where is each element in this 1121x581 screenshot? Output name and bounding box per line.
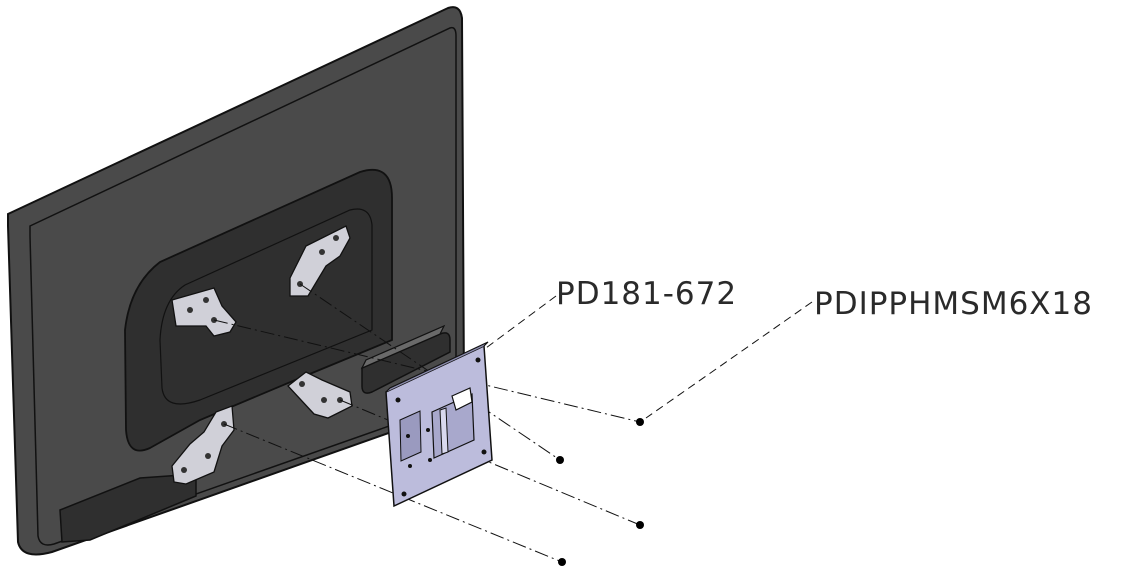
bracket-hole (481, 449, 487, 455)
bracket-hole (406, 434, 410, 438)
mounting-tab-top-left (171, 287, 237, 337)
tab-hole (319, 249, 325, 255)
callout-label-screw: PDIPPHMSM6X18 (814, 286, 1093, 322)
wall-bracket (385, 341, 493, 508)
callout-label-bracket: PD181-672 (556, 276, 737, 312)
bracket-hole (475, 357, 481, 363)
monitor-mounting-tabs (171, 225, 353, 485)
screw (636, 521, 644, 529)
bracket-plate-edge (385, 341, 489, 393)
monitor-connector-block (361, 332, 451, 394)
tab-hole (333, 235, 339, 241)
tab-hole (203, 297, 209, 303)
tab-hole (205, 453, 211, 459)
tab-hole (181, 467, 187, 473)
bracket-channel-inner (439, 407, 449, 455)
monitor-connector-top (360, 324, 446, 370)
screws (556, 418, 644, 566)
callout-leader-bracket (485, 295, 557, 349)
bracket-hole (428, 458, 432, 462)
screw (558, 558, 566, 566)
mounting-tab-bottom-left (171, 405, 235, 485)
tab-hole (187, 307, 193, 313)
bracket-hole (395, 397, 401, 403)
screw (636, 418, 644, 426)
tab-hole (321, 397, 327, 403)
monitor-foot-left (59, 473, 197, 543)
bracket-slot (399, 410, 422, 462)
bracket-hole (401, 491, 407, 497)
screw (556, 456, 564, 464)
callout-leaders (485, 295, 813, 419)
bracket-hole (426, 428, 430, 432)
bracket-notch (451, 387, 473, 411)
tab-hole (299, 381, 305, 387)
bracket-hole (408, 464, 412, 468)
monitor-rear-panel-inner (159, 208, 373, 405)
center-line (223, 423, 563, 563)
center-line (339, 399, 641, 526)
callout-leader-screw (645, 301, 813, 419)
mounting-tab-top-right (289, 225, 351, 297)
